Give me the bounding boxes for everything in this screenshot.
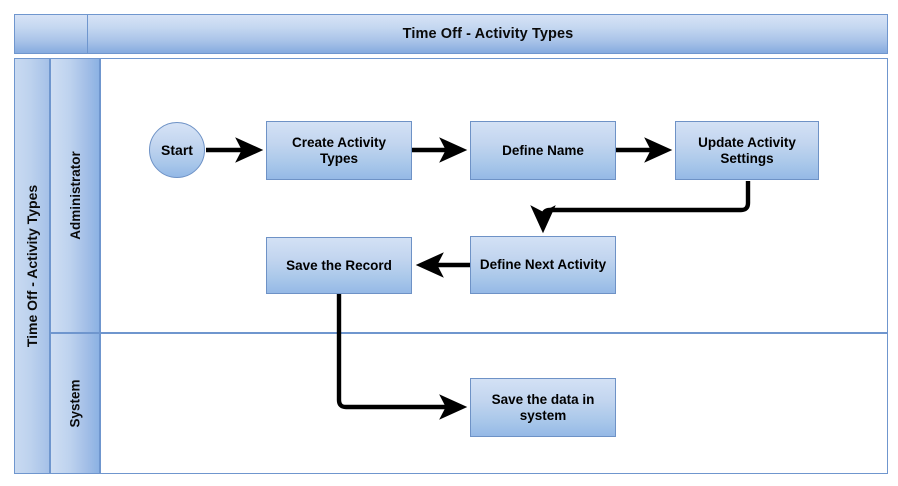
- lane-header-administrator-label: Administrator: [67, 151, 83, 240]
- pool-header-corner: [14, 14, 88, 54]
- node-define-name[interactable]: Define Name: [470, 121, 616, 180]
- lane-header-system: System: [50, 333, 100, 474]
- node-save-the-data-in-system[interactable]: Save the data in system: [470, 378, 616, 437]
- node-create-activity-types[interactable]: Create Activity Types: [266, 121, 412, 180]
- lane-header-system-label: System: [67, 379, 83, 428]
- pool-side-label: Time Off - Activity Types: [14, 58, 50, 474]
- node-update-activity-settings[interactable]: Update Activity Settings: [675, 121, 819, 180]
- node-define-next-activity[interactable]: Define Next Activity: [470, 236, 616, 294]
- lane-header-administrator: Administrator: [50, 58, 100, 333]
- node-start[interactable]: Start: [149, 122, 205, 178]
- pool-side-label-text: Time Off - Activity Types: [24, 184, 40, 348]
- node-save-the-record[interactable]: Save the Record: [266, 237, 412, 294]
- pool-header-band: [14, 14, 888, 54]
- pool-title: Time Off - Activity Types: [402, 26, 574, 42]
